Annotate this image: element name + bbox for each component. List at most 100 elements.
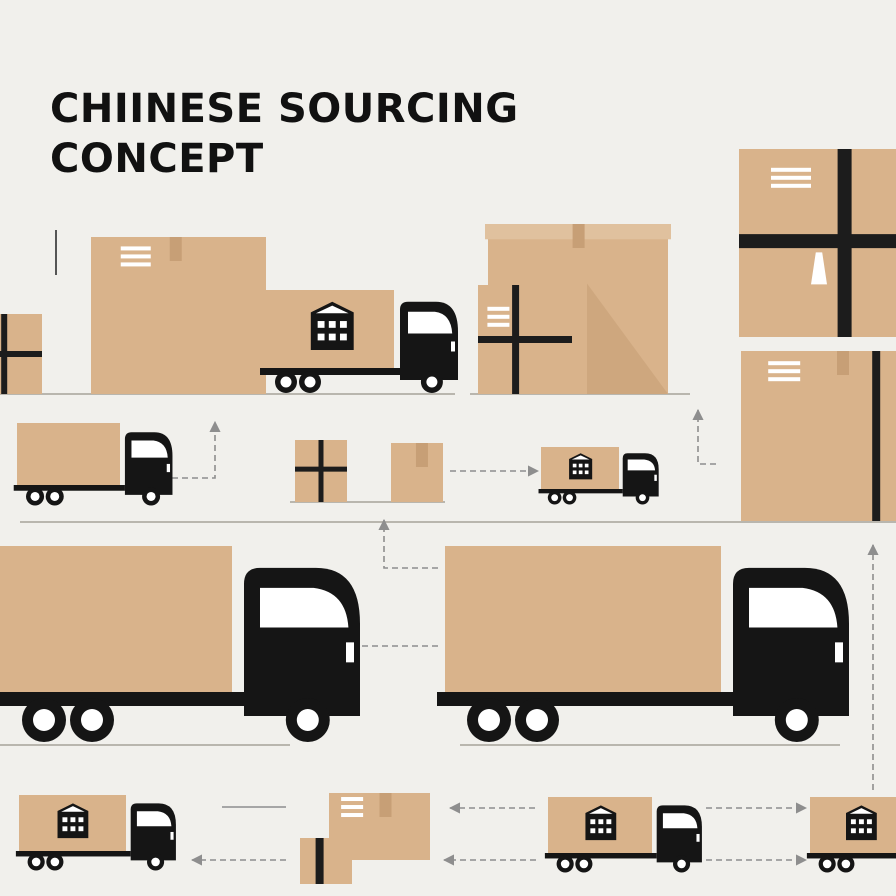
cardboard-box-icon	[741, 351, 896, 521]
truck-hub	[30, 491, 40, 501]
tape-vertical	[315, 838, 324, 884]
building-window	[606, 828, 612, 834]
box-tab	[169, 237, 182, 261]
building-window	[598, 819, 604, 825]
building-window	[584, 463, 589, 468]
truck-window	[662, 813, 698, 829]
warehouse-building-icon	[569, 453, 593, 480]
label-line	[768, 361, 801, 366]
building-window	[590, 819, 596, 825]
truck-hub	[822, 859, 832, 869]
delivery-truck-icon	[806, 797, 896, 873]
truck-chassis	[15, 851, 131, 857]
truck-cargo-box	[445, 546, 721, 692]
building-window	[866, 819, 872, 825]
truck-light	[346, 642, 354, 663]
label-line	[487, 322, 510, 327]
building-window	[578, 470, 583, 475]
delivery-truck-icon	[437, 546, 849, 742]
cardboard-box-icon	[91, 237, 266, 394]
truck-hub	[304, 376, 316, 388]
flow-arrow-icon	[172, 420, 221, 479]
flow-arrow-icon	[692, 408, 716, 465]
label-line	[487, 306, 510, 311]
truck-hub	[785, 709, 808, 731]
truck-hub	[566, 494, 573, 502]
truck-window	[136, 811, 172, 827]
truck-hub	[33, 709, 55, 731]
box-shadow	[587, 283, 668, 394]
building-window	[598, 828, 604, 834]
truck-window	[408, 311, 453, 334]
tape-vertical	[872, 351, 881, 521]
building-window	[78, 826, 84, 832]
truck-hub	[639, 494, 646, 502]
building-window	[572, 470, 577, 475]
box-tab	[837, 351, 849, 375]
truck-cargo-box	[0, 546, 232, 692]
shipping-label-icon	[487, 306, 510, 327]
box-body	[741, 351, 896, 521]
delivery-truck-icon	[0, 546, 360, 742]
building-window	[858, 819, 864, 825]
building-window	[317, 321, 325, 328]
warehouse-building-icon	[310, 301, 354, 351]
shipping-label-icon	[341, 797, 364, 818]
label-line	[768, 369, 801, 374]
building-window	[78, 817, 84, 823]
building-window	[606, 819, 612, 825]
truck-cargo-box	[17, 423, 120, 485]
truck-hub	[146, 491, 156, 501]
tape-horizontal	[739, 234, 896, 249]
truck-chassis	[260, 368, 400, 375]
truck-light	[835, 642, 843, 663]
tape-horizontal	[295, 466, 347, 472]
truck-chassis	[538, 489, 623, 494]
truck-hub	[426, 376, 438, 388]
delivery-truck-icon	[260, 290, 458, 393]
label-line	[341, 797, 364, 802]
truck-hub	[841, 859, 851, 869]
building-window	[578, 463, 583, 468]
delivery-truck-icon	[544, 797, 702, 873]
truck-chassis	[806, 853, 896, 859]
warehouse-building-icon	[846, 805, 877, 841]
building-window	[584, 470, 589, 475]
truck-hub	[296, 709, 319, 731]
building-roof-stripe	[849, 808, 874, 814]
building-window	[70, 817, 76, 823]
building-window	[62, 826, 68, 832]
title-line-2: CONCEPT	[50, 136, 264, 182]
cardboard-box-icon	[391, 443, 443, 502]
building-roof-stripe	[571, 455, 590, 460]
building-window	[590, 828, 596, 834]
truck-hub	[551, 494, 559, 502]
building-window	[62, 817, 68, 823]
building-window	[572, 463, 577, 468]
shipping-label-icon	[771, 167, 811, 188]
cardboard-box-icon	[300, 838, 352, 884]
truck-window	[749, 587, 838, 628]
building-roof-stripe	[589, 808, 613, 814]
truck-hub	[280, 376, 292, 388]
cardboard-box-icon	[739, 149, 896, 337]
label-line	[120, 262, 151, 267]
truck-light	[451, 341, 455, 352]
building-window	[317, 333, 325, 341]
truck-hub	[560, 859, 570, 869]
label-line	[771, 167, 811, 172]
delivery-truck-icon	[13, 423, 173, 506]
building-window	[328, 333, 336, 341]
label-line	[487, 314, 510, 319]
building-window	[850, 828, 856, 834]
page-title: CHIINESE SOURCING CONCEPT	[50, 84, 519, 184]
building-roof-stripe	[61, 806, 85, 812]
warehouse-building-icon	[57, 803, 89, 839]
truck-light	[166, 463, 171, 473]
label-line	[341, 805, 364, 810]
label-line	[771, 183, 811, 188]
delivery-trucks	[0, 290, 896, 873]
truck-hub	[50, 857, 60, 867]
building-roof-stripe	[315, 305, 349, 314]
